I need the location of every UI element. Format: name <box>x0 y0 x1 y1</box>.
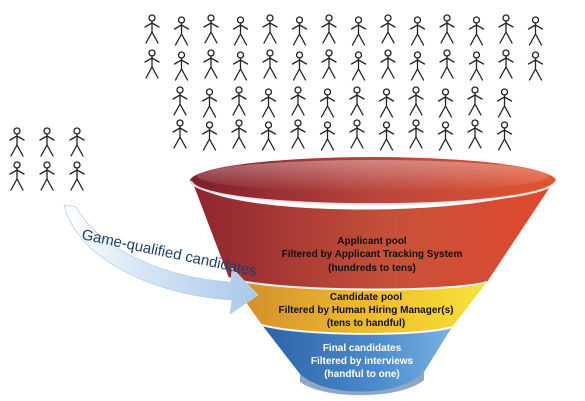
stick-figure-icon <box>260 88 277 118</box>
funnel-divider-upper <box>228 277 488 291</box>
applicant-pool-filter: Filtered by Applicant Tracking System <box>282 249 463 260</box>
stick-figure-icon <box>144 14 160 44</box>
stick-figure-icon <box>498 14 514 44</box>
stick-figure-icon <box>409 16 426 46</box>
final-candidates-title: Final candidates <box>323 343 402 354</box>
stick-figure-icon <box>527 16 544 46</box>
funnel-divider-lower <box>261 324 453 335</box>
stick-figure-icon <box>231 86 247 116</box>
stick-figure-icon <box>260 121 277 151</box>
stick-figure-icon <box>380 49 396 79</box>
stick-figure-icon <box>321 14 337 44</box>
stick-figure-icon <box>319 88 336 118</box>
funnel <box>189 157 558 396</box>
stick-figure-icon <box>9 127 25 157</box>
candidate-pool-title: Candidate pool <box>330 292 402 303</box>
stick-figure-icon <box>468 16 485 46</box>
funnel-tier-final-shine <box>300 372 424 396</box>
stick-figure-icon <box>232 16 249 46</box>
stick-figure-icon <box>350 51 367 81</box>
stick-figure-icon <box>291 51 308 81</box>
stick-figure-icon <box>408 119 424 149</box>
funnel-labels: Applicant pool Filtered by Applicant Tra… <box>278 236 462 380</box>
stick-figure-icon <box>203 49 219 79</box>
stick-figure-icon <box>378 88 395 118</box>
stick-figure-icon <box>173 51 190 81</box>
funnel-rim-highlight <box>189 180 558 206</box>
funnel-tier-candidate-pool <box>229 278 487 334</box>
stick-figure-icon <box>290 86 306 116</box>
stick-figure-icon <box>144 49 160 79</box>
stick-figure-icon <box>173 16 190 46</box>
stick-figure-icon <box>262 14 278 44</box>
stick-figure-icon <box>380 14 396 44</box>
stick-figure-icon <box>69 161 85 191</box>
stick-figure-icon <box>39 161 55 191</box>
stick-figure-icon <box>349 86 365 116</box>
funnel-tier-applicant-pool <box>191 178 556 290</box>
applicant-pool-title: Applicant pool <box>337 236 407 247</box>
funnel-opening-shine <box>197 160 549 192</box>
candidate-pool-filter: Filtered by Human Hiring Manager(s) <box>278 305 453 316</box>
candidate-pool-range: (tens to handful) <box>327 318 405 329</box>
final-candidates-range: (handful to one) <box>324 369 400 380</box>
stick-figure-icon <box>349 119 365 149</box>
stick-figure-icon <box>291 16 308 46</box>
stick-figure-icon <box>69 127 85 157</box>
final-candidates-filter: Filtered by interviews <box>311 356 414 367</box>
stick-figure-icon <box>9 161 25 191</box>
stick-figure-icon <box>437 88 454 118</box>
stick-figure-icon <box>172 86 188 116</box>
stick-figure-icon <box>39 127 55 157</box>
stick-figure-icon <box>467 119 483 149</box>
applicant-crowd <box>144 14 544 151</box>
stick-figure-icon <box>467 86 483 116</box>
stick-figure-icon <box>232 51 249 81</box>
arrow-shape <box>63 204 259 315</box>
stick-figure-icon <box>527 51 544 81</box>
stick-figure-icon <box>201 88 218 118</box>
stick-figure-icon <box>409 51 426 81</box>
applicant-pool-range: (hundreds to tens) <box>328 263 416 274</box>
stick-figure-icon <box>231 119 247 149</box>
game-qualified-crowd <box>9 127 85 191</box>
funnel-tier-final-candidates <box>262 325 452 392</box>
stick-figure-icon <box>437 121 454 151</box>
stick-figure-icon <box>203 14 219 44</box>
stick-figure-icon <box>378 121 395 151</box>
stick-figure-icon <box>439 49 455 79</box>
stick-figure-icon <box>262 49 278 79</box>
stick-figure-icon <box>290 119 306 149</box>
stick-figure-icon <box>496 121 513 151</box>
stick-figure-icon <box>201 121 218 151</box>
stick-figure-icon <box>172 119 188 149</box>
stick-figure-icon <box>321 49 337 79</box>
stick-figure-icon <box>468 51 485 81</box>
stick-figure-icon <box>496 88 513 118</box>
stick-figure-icon <box>350 16 367 46</box>
stick-figure-icon <box>319 121 336 151</box>
stick-figure-icon <box>439 14 455 44</box>
stick-figure-icon <box>408 86 424 116</box>
stick-figure-icon <box>498 49 514 79</box>
